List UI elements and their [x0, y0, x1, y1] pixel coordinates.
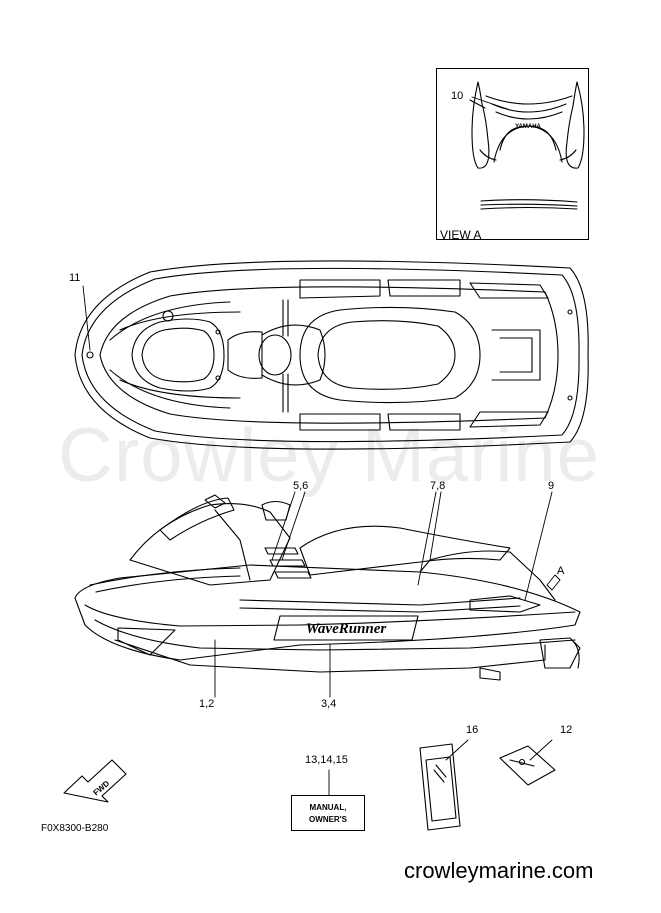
callout-12: 12 [560, 724, 573, 736]
callout-13-14-15: 13,14,15 [305, 754, 348, 766]
view-a-caption: VIEW A [440, 228, 482, 242]
callout-1-2: 1,2 [199, 698, 215, 710]
callout-10: 10 [451, 90, 464, 102]
view-a-box [436, 68, 589, 240]
site-footer[interactable]: crowleymarine.com [404, 858, 594, 883]
callout-3-4: 3,4 [321, 698, 337, 710]
view-a-logo: YAMAHA [515, 124, 541, 130]
callout-16: 16 [466, 724, 479, 736]
part-12-card [499, 745, 556, 786]
view-a-drawing [469, 81, 585, 210]
callout-a: A [557, 565, 565, 577]
manual-line-2: OWNER'S [309, 815, 347, 824]
fwd-label: FWD [92, 779, 112, 798]
callout-5-6: 5,6 [293, 480, 309, 492]
part-16-pouch [419, 743, 461, 831]
fwd-arrow-icon [63, 759, 127, 803]
callout-7-8: 7,8 [430, 480, 446, 492]
callout-11: 11 [69, 272, 81, 284]
watermark-text: Crowley Marine [58, 413, 600, 498]
leader-lines [82, 96, 561, 796]
top-view-drawing [74, 260, 589, 450]
diagram-code: F0X8300-B280 [41, 823, 109, 834]
manual-line-1: MANUAL, [309, 803, 347, 812]
hull-logo: WaveRunner [306, 621, 387, 637]
callout-9: 9 [548, 480, 555, 492]
owners-manual-box: MANUAL, OWNER'S [291, 795, 365, 831]
side-view-drawing [74, 494, 581, 681]
